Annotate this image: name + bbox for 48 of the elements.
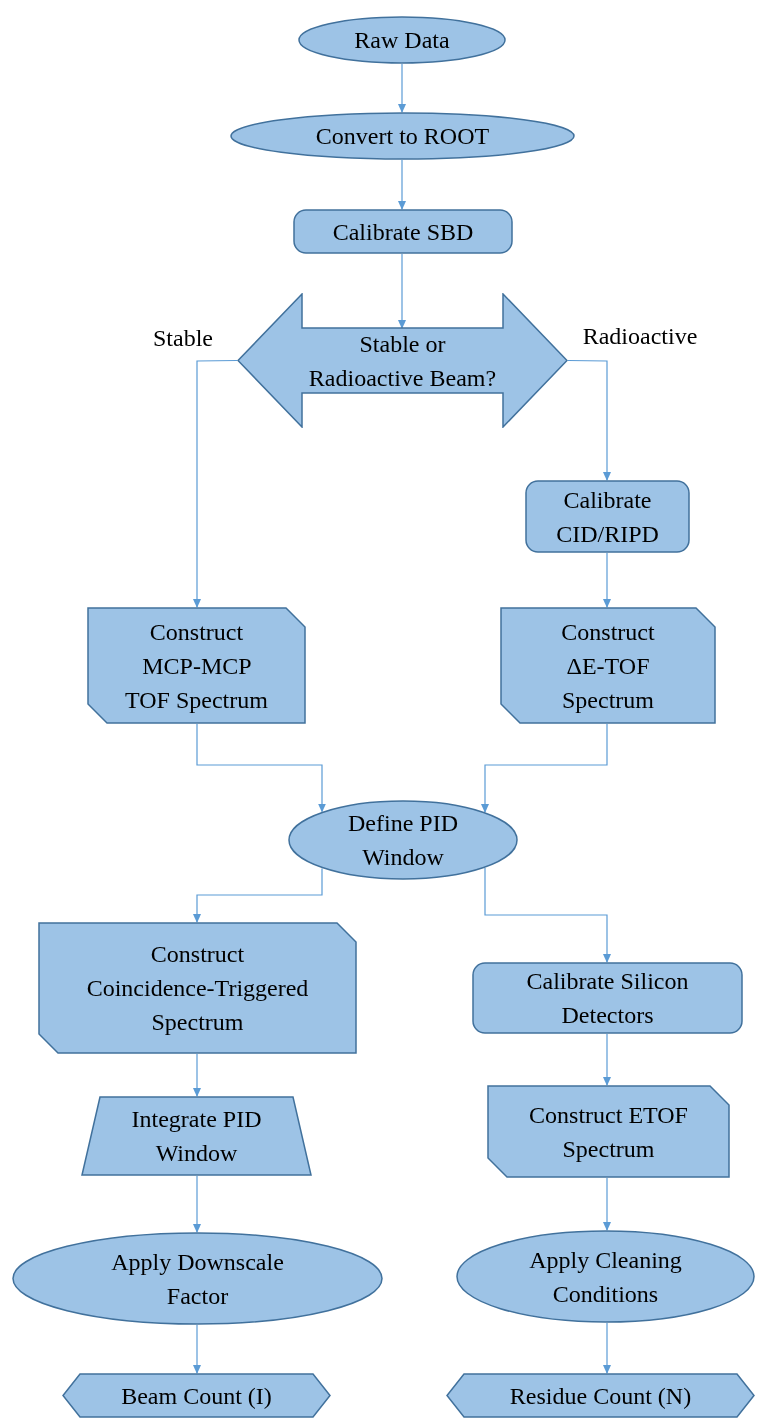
node-label: Stable or Radioactive Beam? xyxy=(307,329,498,393)
node-label: Define PID Window xyxy=(347,809,459,872)
node-label: Construct ETOF Spectrum xyxy=(528,1100,689,1164)
card-shape xyxy=(38,922,357,1054)
display-hexagon xyxy=(62,1373,331,1418)
display-hexagon xyxy=(446,1373,755,1418)
process-ellipse xyxy=(230,112,575,160)
node-label: Calibrate CID/RIPD xyxy=(555,485,660,549)
connector-arrow xyxy=(603,552,611,608)
connector-arrow xyxy=(193,1175,201,1233)
node-label: Apply Downscale Factor xyxy=(110,1247,285,1311)
node-label: Apply Cleaning Conditions xyxy=(528,1245,683,1309)
node-label: Beam Count (I) xyxy=(121,1381,272,1411)
node-label: Construct MCP-MCP TOF Spectrum xyxy=(124,617,269,715)
card-shape xyxy=(487,1085,730,1178)
card-shape xyxy=(500,607,716,724)
process-box xyxy=(472,962,743,1034)
process-ellipse xyxy=(456,1230,755,1323)
connector-arrow xyxy=(603,1033,611,1086)
connector-arrow xyxy=(398,63,406,113)
process-ellipse xyxy=(288,800,518,880)
connector-arrow xyxy=(603,1322,611,1374)
card-shape xyxy=(87,607,306,724)
trapezoid-shape xyxy=(81,1096,312,1176)
connector-arrow xyxy=(193,359,238,608)
connector-arrow xyxy=(603,1177,611,1231)
node-label: Calibrate SBD xyxy=(332,217,474,247)
connector-arrow xyxy=(484,867,611,963)
process-box xyxy=(293,209,513,254)
terminator-ellipse xyxy=(298,16,506,64)
decision-shape xyxy=(237,293,568,428)
connector-arrow xyxy=(193,867,323,923)
connector-arrow xyxy=(398,159,406,210)
connector-arrow xyxy=(567,359,611,481)
node-label: Raw Data xyxy=(354,26,450,55)
connector-arrow xyxy=(398,253,406,329)
process-ellipse xyxy=(12,1232,383,1325)
node-label: Construct Coincidence-Triggered Spectrum xyxy=(85,940,310,1037)
process-box xyxy=(525,480,690,553)
connector-arrow xyxy=(193,1053,201,1097)
node-label: Residue Count (N) xyxy=(509,1381,692,1411)
connector-arrow xyxy=(193,1324,201,1374)
connector-arrow xyxy=(481,723,608,813)
node-label: Integrate PID Window xyxy=(130,1105,263,1168)
connector-arrow xyxy=(196,723,326,813)
node-label: Calibrate Silicon Detectors xyxy=(525,967,690,1030)
node-label: Convert to ROOT xyxy=(315,122,490,151)
node-label: Construct ΔE-TOF Spectrum xyxy=(560,617,656,715)
